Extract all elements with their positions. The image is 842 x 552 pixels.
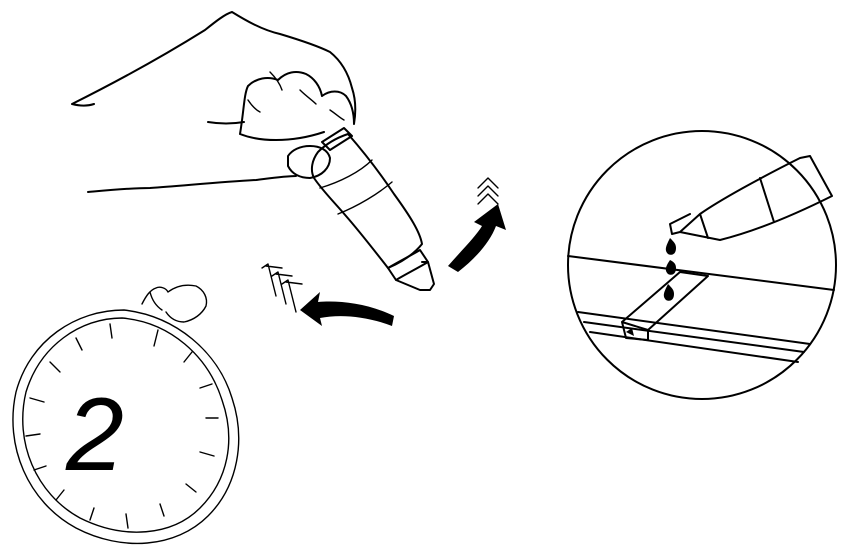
glue-bottle xyxy=(312,128,434,290)
detail-frame xyxy=(568,131,836,399)
timer-numeral: 2 xyxy=(65,377,124,493)
stopwatch-inner-ring xyxy=(23,318,229,532)
hand-with-glue-bottle xyxy=(72,12,434,290)
stopwatch-icon: 2 xyxy=(13,285,239,543)
board-top-edge xyxy=(568,256,834,290)
tilt-arrow-left-icon xyxy=(262,264,394,326)
detail-bottle xyxy=(670,156,832,240)
glue-bottle-label xyxy=(320,160,392,214)
board-front-edge xyxy=(578,312,810,344)
stopwatch-outer-ring xyxy=(13,310,239,543)
glue-bottle-neck xyxy=(388,250,428,280)
detail-glue-drops xyxy=(568,131,836,399)
tilt-arrow-up-icon xyxy=(448,178,506,272)
